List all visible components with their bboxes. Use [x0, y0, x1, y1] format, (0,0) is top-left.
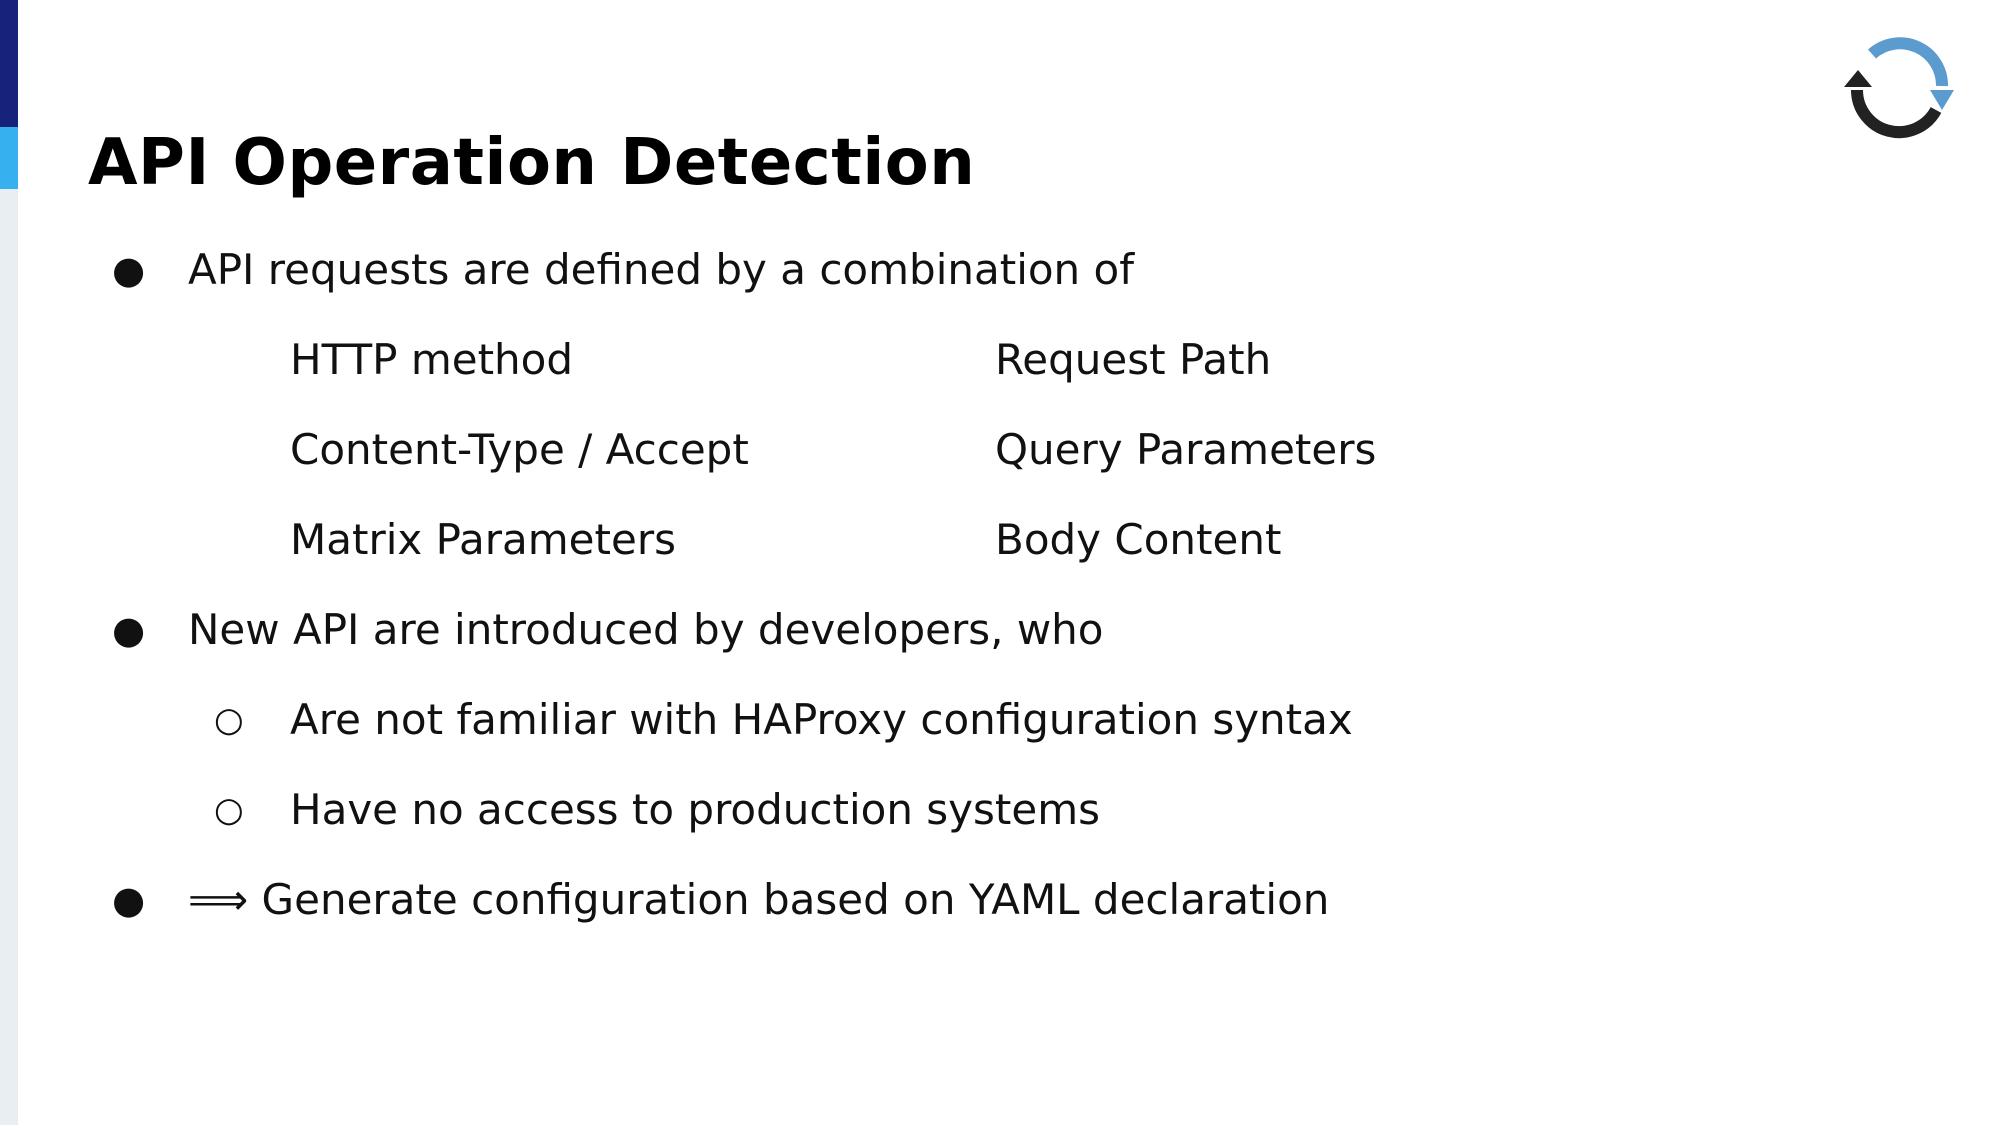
- circular-arrows-icon: [1844, 37, 1954, 139]
- grid-item-body-content: Body Content: [995, 515, 1282, 564]
- bullet-text-2: New API are introduced by developers, wh…: [188, 605, 1104, 654]
- accent-light-block: [0, 127, 18, 189]
- sub-bullet-marker: ○: [214, 700, 244, 740]
- sub-bullet-marker: ○: [214, 790, 244, 830]
- grid-item-query-parameters: Query Parameters: [995, 425, 1377, 474]
- grid-item-http-method: HTTP method: [290, 335, 574, 384]
- bullet-text-1: API requests are defined by a combinatio…: [188, 245, 1135, 294]
- accent-dark-block: [0, 0, 18, 127]
- bullet-marker: ●: [112, 608, 146, 652]
- bullet-marker: ●: [112, 878, 146, 922]
- grid-item-request-path: Request Path: [995, 335, 1272, 384]
- sub-bullet-text-1: Are not familiar with HAProxy configurat…: [290, 695, 1353, 744]
- left-sidebar-strip: [0, 0, 18, 1125]
- bullet-text-3: ⟹ Generate configuration based on YAML d…: [188, 875, 1330, 924]
- page-title: API Operation Detection: [88, 126, 976, 200]
- bullet-marker: ●: [112, 248, 146, 292]
- grid-item-content-type: Content-Type / Accept: [290, 425, 749, 474]
- grid-item-matrix-parameters: Matrix Parameters: [290, 515, 676, 564]
- sub-bullet-text-2: Have no access to production systems: [290, 785, 1101, 834]
